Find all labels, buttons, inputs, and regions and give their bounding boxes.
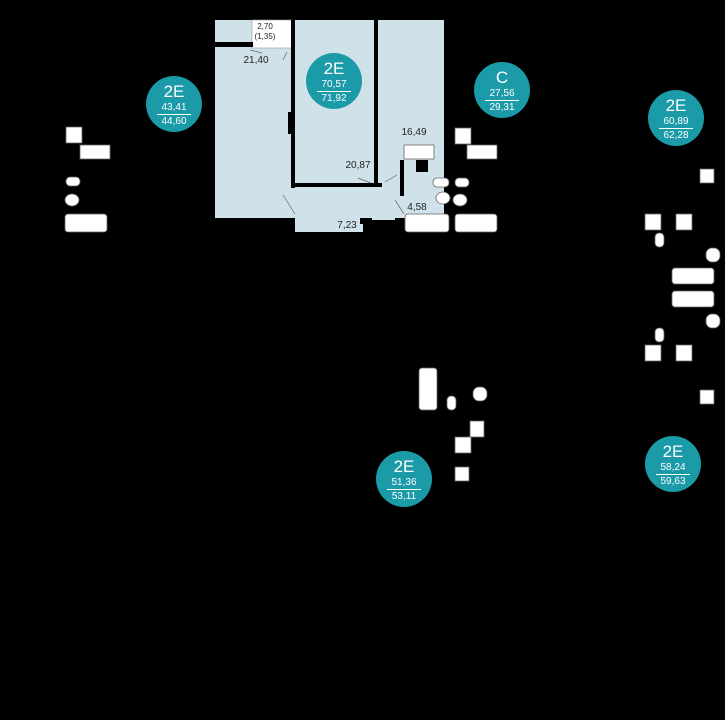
- apartment-badge[interactable]: 2E 60,89 62,28: [648, 90, 704, 146]
- door: [282, 194, 296, 215]
- apartment-area-living: 58,24: [656, 462, 690, 475]
- washer-icon: [469, 420, 485, 438]
- balcony-area-label: 2,70: [257, 22, 273, 31]
- stove-icon: [454, 466, 470, 482]
- apartment-type: C: [495, 68, 509, 87]
- neighbor-fixtures: [64, 126, 721, 482]
- apartment-area-total: 29,31: [489, 102, 515, 113]
- toilet-icon: [705, 313, 721, 329]
- room-area-label: 21,40: [243, 55, 268, 66]
- wall: [288, 112, 293, 134]
- apartment-area-total: 62,28: [663, 130, 689, 141]
- apartment-badge[interactable]: 2E 58,24 59,63: [645, 436, 701, 492]
- bathtub-icon: [64, 213, 108, 233]
- toilet-icon: [435, 191, 451, 205]
- washer-icon: [644, 344, 662, 362]
- stove-icon: [699, 168, 715, 184]
- room-area-label: 16,49: [401, 127, 426, 138]
- door: [394, 199, 405, 215]
- apartment-area-living: 70,57: [317, 79, 351, 92]
- toilet-icon: [472, 386, 488, 402]
- apartment-type: 2E: [393, 457, 415, 476]
- bathtub-icon: [671, 267, 715, 285]
- bathtub-icon: [454, 213, 498, 233]
- sink-icon: [65, 176, 81, 187]
- apartment-area-total: 71,92: [321, 93, 347, 104]
- stove-icon: [454, 127, 472, 145]
- door: [357, 177, 372, 184]
- toilet-icon: [452, 193, 468, 207]
- stove-icon: [675, 213, 693, 231]
- wall: [292, 183, 382, 187]
- wall: [360, 218, 372, 224]
- bath-floor: [371, 216, 395, 220]
- sink-icon: [654, 327, 665, 343]
- apartment-area-total: 44,60: [161, 116, 187, 127]
- door: [282, 51, 288, 61]
- apartment-area-living: 27,56: [485, 88, 519, 101]
- apartment-type: 2E: [323, 59, 345, 78]
- wall: [291, 20, 295, 188]
- washer-icon: [416, 160, 428, 172]
- stove-icon: [466, 144, 498, 160]
- apartment-badge[interactable]: 2E 43,41 44,60: [146, 76, 202, 132]
- balcony-area-reduced-label: (1,35): [255, 32, 276, 41]
- wall: [400, 160, 404, 196]
- apartment-area-living: 43,41: [157, 102, 191, 115]
- toilet-icon: [64, 193, 80, 207]
- bathtub-icon: [671, 290, 715, 308]
- apartment-badge[interactable]: 2E 51,36 53,11: [376, 451, 432, 507]
- selected-apartment[interactable]: 2,70 (1,35) 21,40 20,87 7,23 4,58 16,49: [215, 19, 451, 233]
- door: [384, 174, 398, 183]
- stove-icon: [699, 389, 715, 405]
- hall-floor: [295, 216, 363, 232]
- apartment-type: 2E: [665, 96, 687, 115]
- sink-icon: [654, 232, 665, 248]
- room-area-label: 7,23: [337, 220, 357, 231]
- bathtub-icon: [418, 367, 438, 411]
- apartment-type: 2E: [662, 442, 684, 461]
- washer-icon: [644, 213, 662, 231]
- stove-icon: [403, 144, 435, 160]
- sink-icon: [446, 395, 457, 411]
- stove-icon: [79, 144, 111, 160]
- apartment-floor: [215, 20, 444, 218]
- stove-icon: [65, 126, 83, 144]
- bathtub-icon: [404, 213, 450, 233]
- apartment-badge-selected[interactable]: 2E 70,57 71,92: [306, 53, 362, 109]
- stove-icon: [454, 436, 472, 454]
- room-area-label: 4,58: [407, 202, 427, 213]
- apartment-area-living: 60,89: [659, 116, 693, 129]
- apartment-badge[interactable]: C 27,56 29,31: [474, 62, 530, 118]
- apartment-area-total: 53,11: [391, 491, 417, 502]
- toilet-icon: [705, 247, 721, 263]
- wall: [215, 42, 253, 47]
- sink-icon: [454, 177, 470, 188]
- sink-icon: [432, 177, 450, 188]
- stove-icon: [675, 344, 693, 362]
- room-area-label: 20,87: [345, 160, 370, 171]
- apartment-area-total: 59,63: [660, 476, 686, 487]
- apartment-area-living: 51,36: [387, 477, 421, 490]
- door: [249, 49, 263, 54]
- wall: [374, 20, 378, 185]
- apartment-type: 2E: [163, 82, 185, 101]
